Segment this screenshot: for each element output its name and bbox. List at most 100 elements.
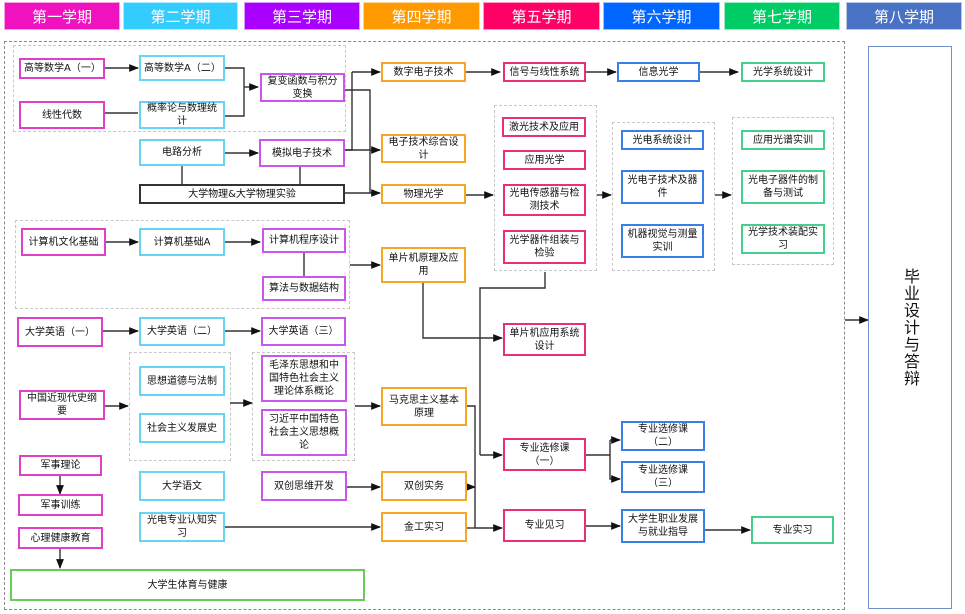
course-label: 习近平中国特色社会主义思想概论 (269, 414, 339, 451)
course-xljk: 心理健康教育 (18, 527, 103, 549)
semester-header-8: 第八学期 (846, 2, 962, 30)
course-label: 信息光学 (638, 66, 679, 78)
course-label: 光学系统设计 (753, 66, 813, 78)
semester-header-6: 第六学期 (603, 2, 720, 30)
course-jgsx: 金工实习 (381, 512, 467, 542)
course-label: 激光技术及应用 (509, 121, 579, 133)
course-dxyy3: 大学英语（三） (261, 317, 346, 346)
course-szdz: 数字电子技术 (381, 62, 466, 82)
course-shzy: 社会主义发展史 (139, 413, 225, 443)
course-label: 计算机文化基础 (28, 236, 99, 248)
course-label: 专业选修课（二） (638, 424, 688, 448)
course-label: 军事理论 (40, 460, 81, 471)
course-gxxt: 光学系统设计 (741, 62, 825, 82)
semester-header-2: 第二学期 (123, 2, 238, 30)
course-label: 应用光谱实训 (753, 134, 813, 146)
course-yygp: 应用光谱实训 (741, 130, 825, 150)
course-label: 模拟电子技术 (272, 147, 332, 159)
course-xxgx: 信息光学 (617, 62, 700, 82)
s2-politics-group (129, 352, 231, 461)
course-label: 高等数学A（一） (24, 63, 101, 74)
course-zyxx2: 专业选修课（二） (621, 421, 705, 451)
final-project-label: 毕业设计与答辩 (901, 268, 920, 387)
course-label: 单片机应用系统设计 (509, 327, 580, 352)
course-xhxt: 信号与线性系统 (503, 62, 586, 82)
course-label: 信号与线性系统 (509, 66, 580, 78)
course-label: 电路分析 (162, 147, 202, 158)
course-scsw: 双创思维开发 (261, 471, 347, 501)
course-label: 心理健康教育 (30, 532, 91, 544)
course-label: 思想道德与法制 (147, 375, 217, 387)
course-gll: 概率论与数理统计 (139, 101, 225, 129)
course-dxyy2: 大学英语（二） (139, 317, 225, 346)
course-jqsj: 机器视觉与测量实训 (621, 224, 704, 258)
course-gdzjs: 光电子技术及器件 (621, 170, 704, 204)
course-wlgx: 物理光学 (381, 184, 466, 204)
course-label: 双创实务 (404, 480, 444, 492)
course-gdzqj: 光电子器件的制备与测试 (741, 170, 825, 204)
course-label: 马克思主义基本原理 (389, 394, 459, 419)
s5-optics-group (494, 105, 597, 271)
course-label: 大学语文 (162, 480, 202, 492)
course-zyxx3: 专业选修课（三） (621, 461, 705, 493)
course-xjp: 习近平中国特色社会主义思想概论 (261, 409, 347, 456)
course-label: 金工实习 (404, 521, 444, 533)
course-tyjk: 大学生体育与健康 (10, 569, 365, 601)
course-label: 计算机基础A (153, 236, 211, 248)
course-scsw2: 双创实务 (381, 471, 467, 501)
course-label: 物理光学 (403, 188, 444, 200)
semester-header-3: 第三学期 (244, 2, 360, 30)
course-gdsx1: 高等数学A（一） (19, 58, 105, 79)
course-label: 毛泽东思想和中国特色社会主义理论体系概论 (269, 360, 339, 397)
course-label: 电子技术综合设计 (388, 136, 459, 161)
course-label: 复变函数与积分变换 (267, 75, 338, 100)
course-label: 光电系统设计 (632, 134, 693, 146)
course-jsjjc: 计算机基础A (139, 228, 225, 256)
course-yygx: 应用光学 (503, 150, 586, 170)
course-label: 光电传感器与检测技术 (509, 188, 580, 212)
course-dzzh: 电子技术综合设计 (381, 134, 466, 163)
course-dpjyy: 单片机应用系统设计 (503, 323, 586, 356)
semester-label: 第八学期 (873, 7, 934, 26)
computer-group (15, 220, 350, 309)
course-label: 算法与数据结构 (269, 283, 339, 294)
course-label: 大学英语（二） (147, 326, 217, 337)
course-label: 高等数学A（二） (144, 62, 221, 74)
course-label: 光电子技术及器件 (627, 175, 698, 199)
course-gdzy: 光电专业认知实习 (139, 512, 225, 542)
semester-label: 第四学期 (391, 7, 452, 26)
course-zyfz: 大学生职业发展与就业指导 (621, 509, 705, 543)
course-fbhs: 复变函数与积分变换 (260, 73, 345, 102)
course-sxdd: 思想道德与法制 (139, 366, 225, 396)
course-label: 光电子器件的制备与测试 (748, 175, 818, 199)
course-label: 光电专业认知实习 (147, 515, 217, 539)
course-label: 应用光学 (524, 154, 565, 166)
course-label: 专业选修课（三） (638, 465, 688, 489)
course-label: 机器视觉与测量实训 (627, 229, 698, 253)
semester-header-5: 第五学期 (483, 2, 600, 30)
course-dlfx: 电路分析 (139, 139, 225, 166)
course-mzd: 毛泽东思想和中国特色社会主义理论体系概论 (261, 355, 347, 402)
semester-header-4: 第四学期 (363, 2, 480, 30)
course-label: 概率论与数理统计 (147, 103, 217, 127)
course-label: 社会主义发展史 (147, 422, 217, 434)
s6-optoelectronics-group (612, 122, 715, 271)
course-jsjwh: 计算机文化基础 (21, 228, 106, 256)
course-label: 光学器件组装与检验 (509, 235, 580, 259)
course-label: 光学技术装配实习 (748, 227, 818, 251)
course-xxds: 线性代数 (19, 101, 105, 129)
course-dxwl: 大学物理&大学物理实验 (139, 184, 345, 204)
course-sfsj: 算法与数据结构 (262, 276, 346, 301)
course-zyxx1: 专业选修课（一） (503, 438, 586, 471)
course-mndz: 模拟电子技术 (259, 139, 345, 167)
course-label: 专业见习 (524, 520, 565, 531)
course-mks: 马克思主义基本原理 (381, 387, 467, 426)
course-label: 专业实习 (772, 524, 813, 536)
semester-label: 第二学期 (150, 7, 211, 26)
course-gdcg: 光电传感器与检测技术 (503, 184, 586, 216)
course-label: 大学英语（三） (268, 326, 339, 337)
course-label: 数字电子技术 (393, 66, 454, 78)
semester-header-7: 第七学期 (724, 2, 840, 30)
course-gdxt: 光电系统设计 (621, 130, 704, 150)
semester-label: 第六学期 (631, 7, 692, 26)
